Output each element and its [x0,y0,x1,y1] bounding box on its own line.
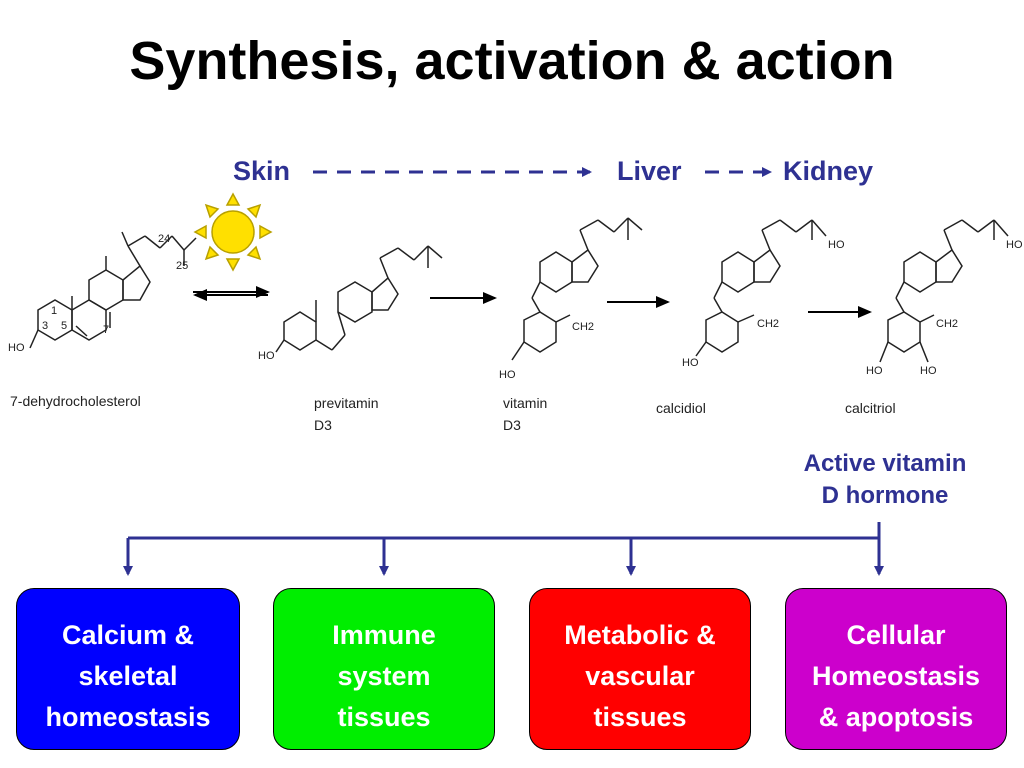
atom-label-7: 7 [103,324,110,336]
outcome-label: Immune system tissues [332,620,436,732]
outcome-box-metabolic: Metabolic & vascular tissues [529,588,751,750]
atom-label-ho: HO [258,350,275,362]
active-hormone-label: Active vitamin D hormone [803,450,967,509]
outcome-label: Cellular Homeostasis & apoptosis [811,620,981,732]
atom-label-1: 1 [51,305,58,317]
structure-calcidiol [695,219,827,357]
atom-label-ho: HO [920,365,937,377]
atom-label-5: 5 [61,320,68,332]
atom-label-ch2: CH2 [757,318,780,330]
organ-liver-label: Liver [617,156,682,186]
page-title: Synthesis, activation & action [129,31,895,91]
structure-calcitriol [879,219,1009,363]
atom-label-25: 25 [176,260,189,272]
atom-label-ch2: CH2 [572,321,595,333]
atom-label-ho: HO [828,239,845,251]
compound-name-calcidiol: calcidiol [656,400,706,416]
outcome-label: Calcium & skeletal homeostasis [45,620,211,732]
atom-label-ho: HO [866,365,883,377]
outcome-label: Metabolic & vascular tissues [564,620,716,732]
outcome-box-immune: Immune system tissues [273,588,495,750]
compound-name-7-dehydrocholesterol: 7-dehydrocholesterol [10,393,141,409]
compound-name-previtamin-d3: previtamin D3 [314,395,379,433]
structure-vitamin-d3 [511,217,643,361]
atom-label-ho: HO [499,369,516,381]
atom-label-ho: HO [1006,239,1023,251]
organ-kidney-label: Kidney [783,156,874,186]
atom-label-ho: HO [682,357,699,369]
structure-previtamin-d3 [275,245,443,353]
sun-icon [193,192,273,272]
outcome-box-cellular: Cellular Homeostasis & apoptosis [785,588,1007,750]
structure-7-dehydrocholesterol [29,231,197,349]
outcome-box-calcium: Calcium & skeletal homeostasis [16,588,240,750]
atom-label-24: 24 [158,233,171,245]
atom-label-ch2: CH2 [936,318,959,330]
compound-name-calcitriol: calcitriol [845,400,896,416]
atom-label-ho: HO [8,342,25,354]
hormone-distribution-lines [123,522,884,576]
organ-skin-label: Skin [233,156,291,186]
atom-label-3: 3 [42,320,49,332]
compound-name-vitamin-d3: vitamin D3 [503,395,548,433]
